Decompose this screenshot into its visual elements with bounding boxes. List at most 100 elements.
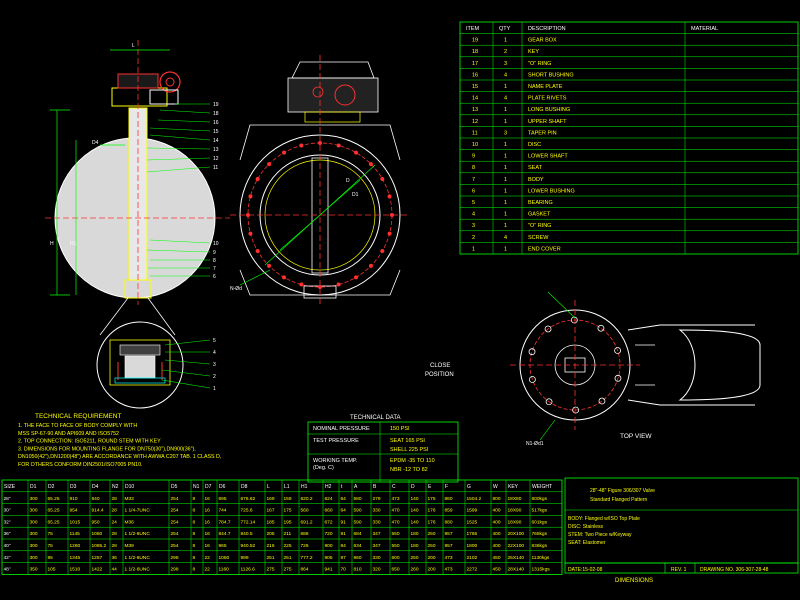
bolt-hole [368,263,373,268]
dims-header: D2 [48,484,55,490]
dims-cell: 1085.2 [92,543,107,549]
bolt-hole [246,213,250,217]
dims-cell: 580 [354,496,362,502]
dims-cell: 347 [373,543,381,549]
dims-cell: 25X140 [508,555,525,561]
dims-cell: 941 [325,567,333,573]
dims-cell: 1765 [467,531,478,537]
dims-cell: 8 [193,543,196,549]
dim-h1: H1 [70,241,77,247]
dims-cell: 957 [445,531,453,537]
dims-cell: 880 [445,519,453,525]
parts-item: 7 [472,177,475,183]
dims-cell: 470 [392,508,400,514]
dims-cell: 772.14 [241,519,256,525]
dims-cell: 251 [284,555,292,561]
callout-side: 10 [213,241,219,247]
dims-cell: 260 [411,567,419,573]
dims-cell: 195 [284,519,292,525]
dims-cell: 65.25 [48,496,60,502]
dims-cell: 1510 [70,567,81,573]
dim-d: D [346,178,350,184]
dims-cell: 836kgs [532,543,548,549]
callout-side: 12 [213,156,219,162]
parts-qty: 1 [504,38,507,44]
dims-cell: 275 [284,567,292,573]
dims-cell: 1050 [219,555,230,561]
dims-cell: 810 [354,567,362,573]
parts-description: "O" RING [528,223,551,229]
dims-cell: 254 [171,519,179,525]
dims-cell: 960 [354,555,362,561]
title-line-2: Standard Flanged Pattern [590,497,647,503]
bolt-hole [380,177,385,181]
parts-item: 13 [472,107,478,113]
dims-cell: 470 [392,519,400,525]
callout-side: 9 [213,250,216,256]
dims-cell: 28X140 [508,567,525,573]
dims-cell: 695 [219,496,227,502]
callout-side: 6 [213,274,216,280]
dims-cell: 140 [411,496,419,502]
dims-cell: 8 [193,555,196,561]
parts-item: 15 [472,84,478,90]
callout-side: 15 [213,129,219,135]
dims-cell: 954 [70,508,78,514]
dims-cell: 95 [48,555,54,561]
bolt-hole [255,249,260,253]
dims-cell: 620.2 [301,496,313,502]
parts-item: 18 [472,49,478,55]
dims-cell: 91 [341,531,347,537]
dims-cell: 22 [205,567,211,573]
dims-header: KEY [508,484,519,490]
parts-description: BODY [528,177,544,183]
dims-cell: 473 [445,567,453,573]
parts-description: "O" RING [528,61,551,67]
spec-line: SEAT: Elastomer [568,540,606,546]
parts-description: LOWER BUSHING [528,188,575,194]
dims-cell: 676.62 [241,496,256,502]
parts-description: SEAT [528,165,543,171]
callout-side: 16 [213,120,219,126]
dims-cell: 180 [411,531,419,537]
dims-cell: 672 [325,519,333,525]
dims-cell: 473 [392,496,400,502]
dims-cell: 18X80 [508,496,522,502]
dims-header: W [493,484,498,490]
dims-cell: 16 [205,508,211,514]
top-view-label: TOP VIEW [620,433,652,440]
drawing-number: DRAWING NO. 306-307-28-48 [700,567,769,573]
bolt-hole [282,150,286,155]
dims-cell: 22 [205,555,211,561]
parts-description: END COVER [528,246,561,252]
tech-req-line: 2. TOP CONNECTION: ISO5211, ROUND STEM W… [18,439,161,445]
dims-cell: 1050 [92,531,103,537]
bolt-holes [246,141,394,289]
tech-data-value: NBR -12 TO 82 [390,467,428,473]
parts-description: SHORT BUSHING [528,72,574,78]
dims-cell: 1015 [70,519,81,525]
dims-cell: 18X90 [508,508,522,514]
parts-description: GEAR BOX [528,38,557,44]
dims-cell: 91 [341,519,347,525]
dims-header: H2 [325,484,332,490]
dims-cell: 44 [112,567,118,573]
close-position-label-1: CLOSE [430,363,450,369]
bolt-hole [354,150,358,155]
dims-cell: 400 [493,531,501,537]
dims-cell: 450 [493,555,501,561]
dims-header: E [428,484,432,490]
bolt-hole [267,162,272,167]
flange-hole [614,374,622,382]
dims-cell: 250 [428,531,436,537]
dims-cell: 180 [411,543,419,549]
dims-cell: 1 1/4-7UNC [125,508,151,514]
parts-item: 8 [472,165,475,171]
dims-cell: 400 [493,508,501,514]
dims-cell: 8 [193,496,196,502]
dims-cell: 185 [267,519,275,525]
tech-req-line: FOR OTHERS CONFORM DIN2501/ISO7005 PN10. [18,462,143,468]
date-field: DATE:15-02-08 [568,567,603,573]
